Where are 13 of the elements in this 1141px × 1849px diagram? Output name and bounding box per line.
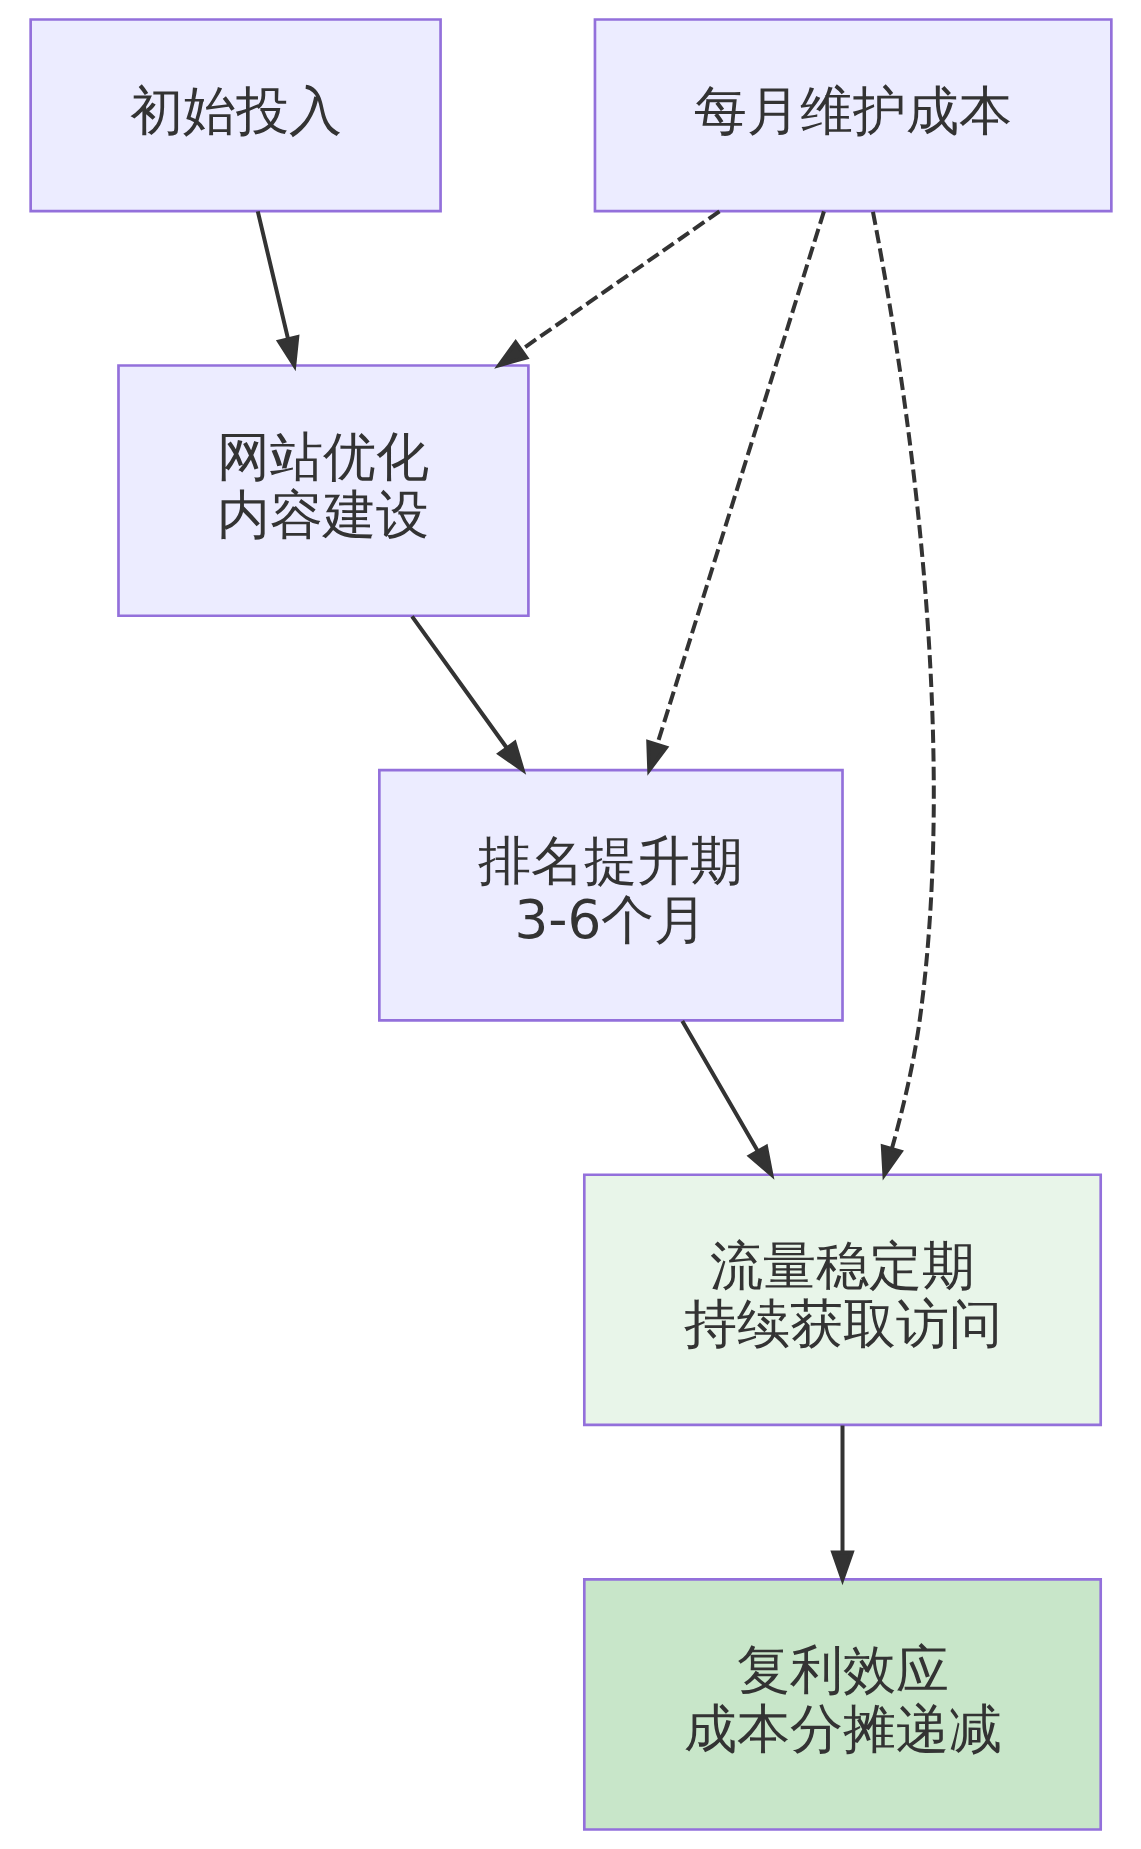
node-box: 复利效应 成本分摊递减 xyxy=(582,1578,1102,1831)
node-box: 流量稳定期 持续获取访问 xyxy=(582,1173,1102,1427)
arrow xyxy=(829,1425,855,1586)
arrow xyxy=(680,1019,774,1180)
arrow xyxy=(493,209,721,369)
node-box: 网站优化 内容建设 xyxy=(116,364,530,618)
node-box: 排名提升期 3-6个月 xyxy=(377,768,844,1022)
arrow xyxy=(645,210,826,776)
node-box: 初始投入 xyxy=(28,18,442,213)
arrow xyxy=(870,211,936,1181)
arrow xyxy=(255,210,299,372)
node-box: 每月维护成本 xyxy=(593,18,1113,213)
arrow xyxy=(409,615,526,775)
